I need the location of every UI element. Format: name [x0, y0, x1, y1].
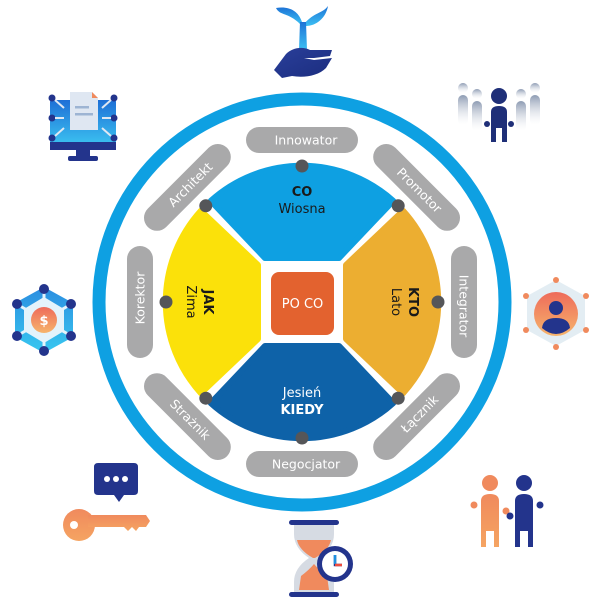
role-pill-shape — [451, 246, 477, 358]
role-pill-shape — [143, 373, 231, 461]
role-pill-shape — [127, 246, 153, 358]
role-pill: Integrator — [451, 246, 477, 358]
role-label: Integrator — [457, 275, 472, 338]
segment-title: JAK — [200, 289, 215, 316]
connector-dot — [295, 159, 309, 173]
segment-subtitle: Wiosna — [278, 202, 325, 217]
connector-dots — [159, 159, 445, 445]
segment-title: KTO — [405, 287, 420, 317]
hourglass-clock-icon — [289, 520, 353, 597]
role-pill: Korektor — [127, 246, 153, 358]
role-pill: Strażnik — [143, 373, 231, 461]
user-network-icon — [523, 277, 589, 350]
key-chat-icon — [63, 463, 150, 541]
segment-top-text: CO Wiosna — [278, 185, 325, 217]
segment-left — [162, 207, 261, 397]
role-pill-shape — [143, 143, 231, 231]
segment-right — [343, 207, 442, 397]
outer-ring — [92, 92, 512, 512]
role-label: Korektor — [133, 271, 148, 325]
center-box: PO CO — [271, 272, 334, 335]
segment-title: CO — [292, 185, 313, 200]
role-pill: Negocjator — [246, 451, 358, 477]
connector-dot — [199, 199, 213, 213]
connector-dot — [159, 295, 173, 309]
role-label: Negocjator — [272, 457, 341, 472]
role-pill-shape — [246, 127, 358, 153]
connector-dot — [199, 391, 213, 405]
role-pill: Łącznik — [373, 373, 461, 461]
segment-bottom — [207, 343, 397, 442]
role-pill-shape — [373, 143, 461, 231]
connector-dot — [295, 431, 309, 445]
role-label: Innowator — [275, 133, 339, 148]
role-pill: Promotor — [373, 143, 461, 231]
roles-group: InnowatorPromotorIntegratorŁącznikNegocj… — [127, 127, 477, 477]
team-leader-icon — [458, 83, 540, 142]
segment-top — [207, 162, 397, 261]
center-label: PO CO — [282, 297, 324, 312]
segment-subtitle: Zima — [183, 285, 198, 318]
center-box-shape — [271, 272, 334, 335]
role-pill-shape — [373, 373, 461, 461]
connector-dot — [391, 391, 405, 405]
computer-document-icon — [48, 92, 118, 161]
role-pill: Architekt — [143, 143, 231, 231]
svg-text:$: $ — [39, 314, 48, 329]
role-pill-shape — [246, 451, 358, 477]
segment-title: KIEDY — [280, 403, 324, 418]
handshake-people-icon — [470, 475, 544, 547]
connector-dot — [391, 199, 405, 213]
money-network-icon: $ — [12, 284, 76, 356]
segment-subtitle: Jesień — [282, 386, 321, 401]
connector-dot — [431, 295, 445, 309]
plant-in-hand-icon — [274, 6, 332, 78]
segment-subtitle: Lato — [388, 288, 403, 316]
role-pill: Innowator — [246, 127, 358, 153]
